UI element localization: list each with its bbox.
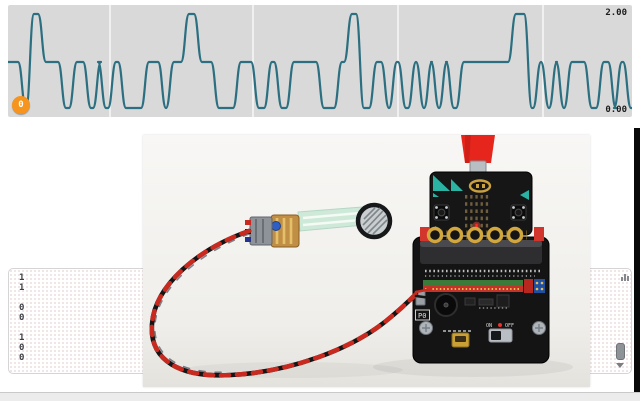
hardware-photo-svg: P0 ON OFF	[143, 135, 590, 387]
microbit-board	[429, 171, 533, 236]
button-b	[510, 204, 527, 221]
p0-label: P0	[415, 309, 430, 321]
serial-graph-panel[interactable]: 2.00 0.00 0	[8, 5, 632, 117]
scrollbar-thumb[interactable]	[616, 343, 625, 360]
red-usb-strap	[461, 135, 495, 175]
bar-chart-icon[interactable]	[621, 273, 631, 281]
power-led	[498, 323, 502, 327]
bottom-bar	[0, 392, 640, 401]
breakout-board: P0 ON OFF	[412, 236, 550, 364]
button-a	[433, 204, 450, 221]
touch-logo	[468, 179, 492, 193]
y-axis-min-label: 0.00	[605, 105, 627, 115]
right-edge-strip	[634, 128, 640, 392]
teal-decoration	[433, 175, 450, 191]
value-badge: 0	[12, 96, 30, 114]
corner-screws	[419, 321, 546, 335]
edge-pads	[420, 226, 544, 244]
svg-text:OFF: OFF	[505, 323, 514, 329]
buzzer	[434, 293, 458, 317]
wire-loop	[149, 228, 433, 378]
y-axis-max-label: 2.00	[605, 8, 627, 18]
scroll-down-arrow-icon[interactable]	[616, 363, 624, 368]
red-spacer	[420, 227, 430, 241]
svg-text:P0: P0	[418, 312, 426, 320]
blue-bead	[271, 221, 281, 231]
power-switch: ON OFF	[486, 323, 514, 343]
micro-usb-port	[451, 332, 470, 348]
svg-text:ON: ON	[486, 323, 492, 329]
ic-chip	[464, 297, 476, 306]
clincher-connector	[270, 214, 300, 248]
waveform-svg	[8, 5, 632, 117]
hardware-photo: P0 ON OFF	[143, 135, 590, 387]
led-matrix	[465, 195, 489, 230]
pin-header	[423, 279, 545, 293]
